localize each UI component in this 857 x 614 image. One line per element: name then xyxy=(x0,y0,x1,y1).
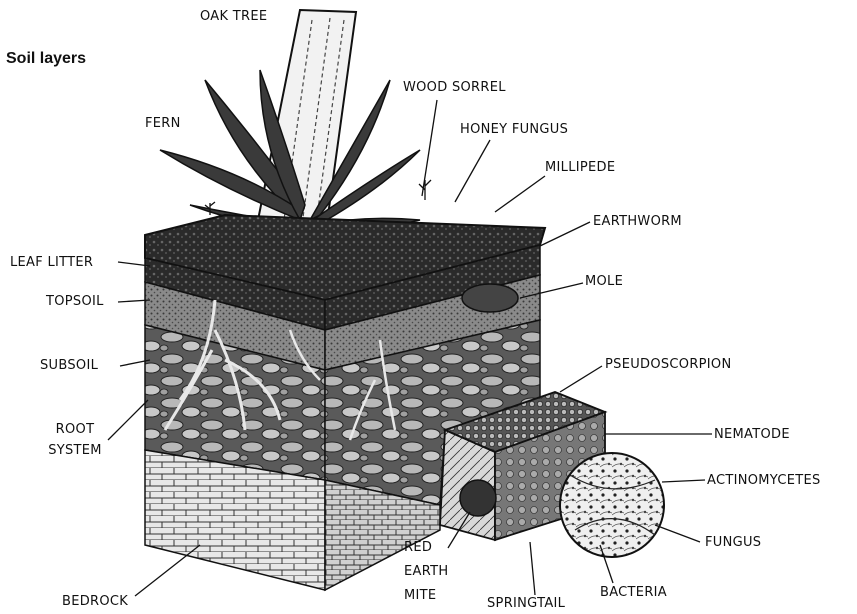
label-leaf-litter: LEAF LITTER xyxy=(10,255,93,271)
label-wood-sorrel: WOOD SORREL xyxy=(403,80,506,96)
label-nematode: NEMATODE xyxy=(714,427,790,443)
label-fern: FERN xyxy=(145,116,181,132)
label-pseudoscorpion: PSEUDOSCORPION xyxy=(605,357,732,373)
label-root: ROOT xyxy=(50,422,100,438)
label-mole: MOLE xyxy=(585,274,623,290)
label-bedrock: BEDROCK xyxy=(62,594,128,610)
label-mite: MITE xyxy=(404,588,436,604)
label-fungus: FUNGUS xyxy=(705,535,761,551)
label-red: RED xyxy=(404,540,432,556)
label-oak-tree: OAK TREE xyxy=(200,9,267,25)
page-title: Soil layers xyxy=(6,50,86,68)
red-earth-mite-figure xyxy=(460,480,496,516)
label-earth: EARTH xyxy=(404,564,448,580)
label-bacteria: BACTERIA xyxy=(600,585,667,601)
label-earthworm: EARTHWORM xyxy=(593,214,682,230)
label-system: SYSTEM xyxy=(44,443,106,459)
label-subsoil: SUBSOIL xyxy=(40,358,98,374)
microscopic-view xyxy=(560,453,664,557)
label-millipede: MILLIPEDE xyxy=(545,160,615,176)
mole-figure xyxy=(462,284,518,312)
label-honey-fungus: HONEY FUNGUS xyxy=(460,122,568,138)
label-actinomycetes: ACTINOMYCETES xyxy=(707,473,821,489)
label-topsoil: TOPSOIL xyxy=(46,294,104,310)
label-springtail: SPRINGTAIL xyxy=(487,596,565,612)
